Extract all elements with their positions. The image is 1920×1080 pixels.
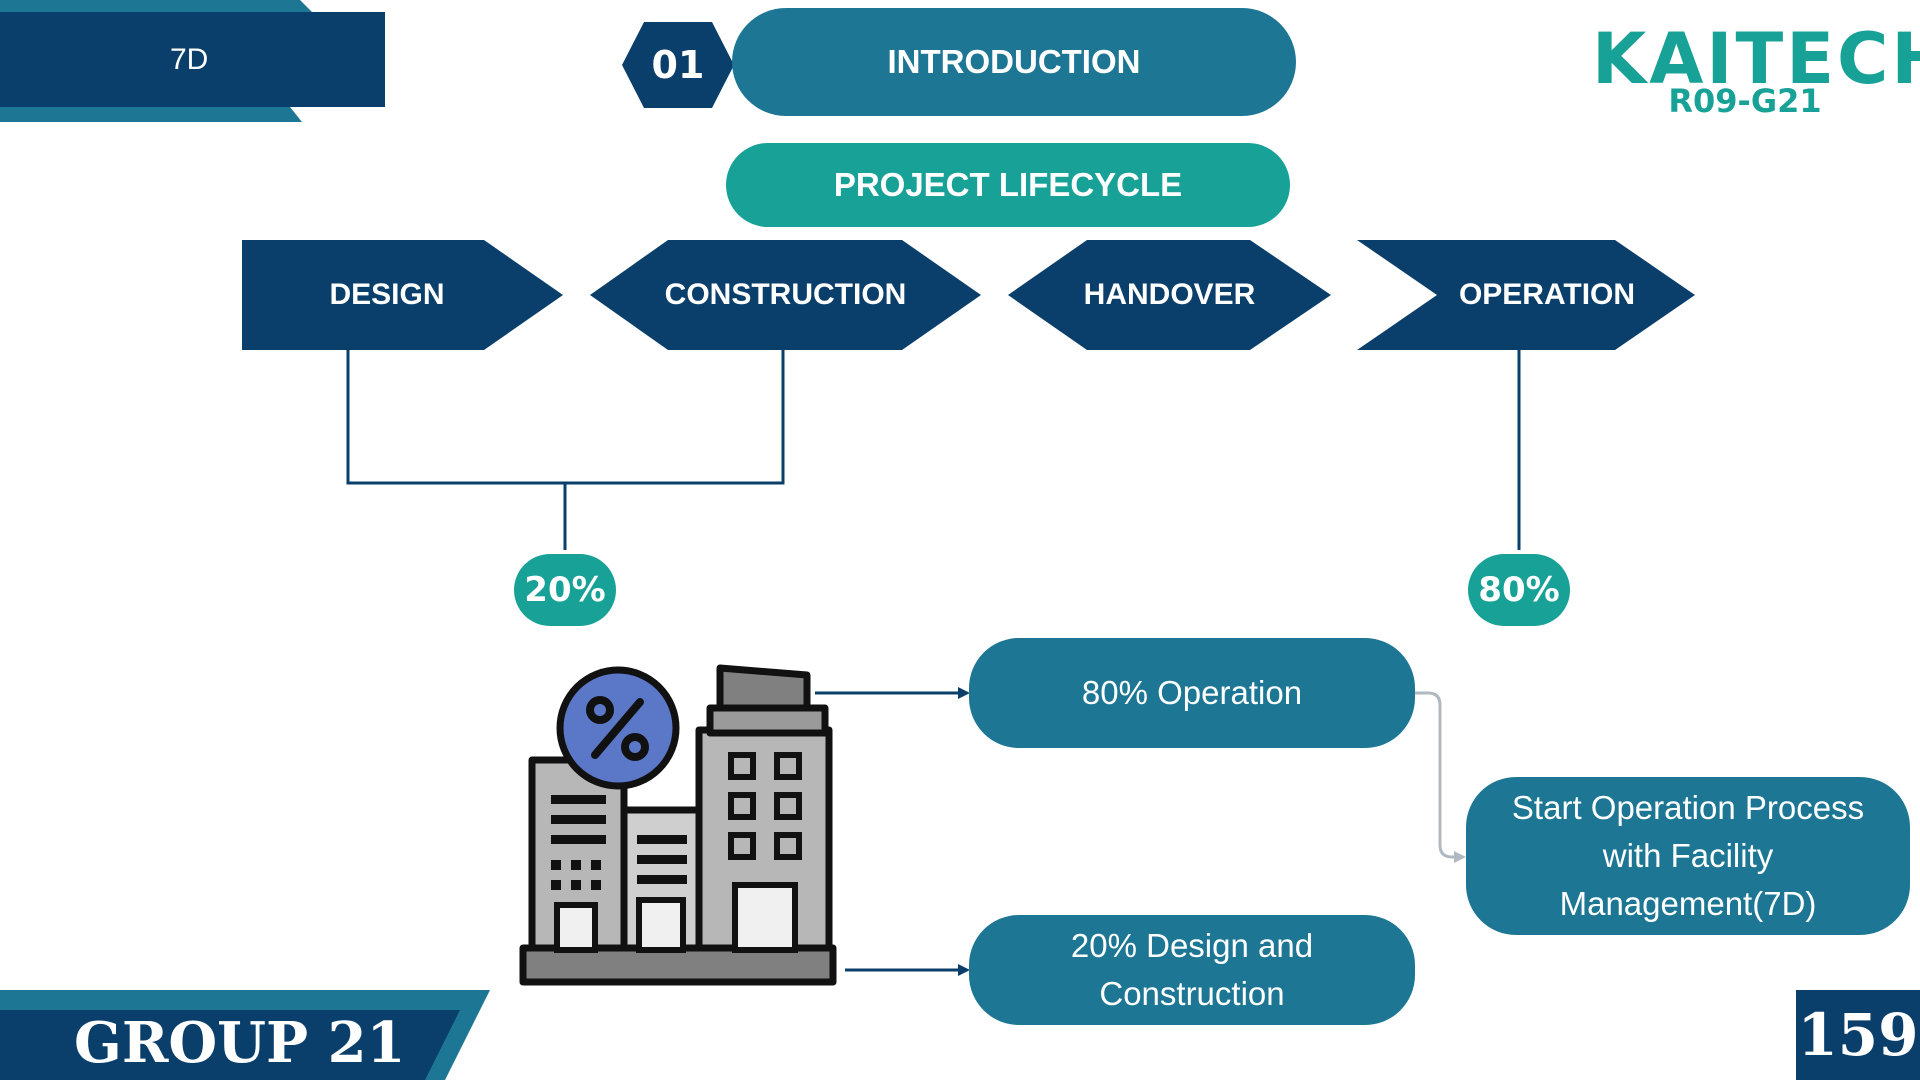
slide-tag: 7D — [0, 12, 385, 107]
box-design-construction: 20% Design and Construction — [969, 915, 1415, 1025]
step-operation-shape — [1357, 240, 1695, 350]
arrow-head-facility — [1454, 851, 1466, 863]
step-construction-shape — [590, 240, 981, 350]
group-label: GROUP 21 — [74, 1010, 406, 1076]
step-design-shape — [242, 240, 563, 350]
lifecycle-title: PROJECT LIFECYCLE — [726, 143, 1290, 227]
box-operation: 80% Operation — [969, 638, 1415, 748]
elbow-connector — [1415, 691, 1460, 859]
brand-code: R09-G21 — [1668, 82, 1822, 120]
tag-decoration — [0, 0, 312, 122]
section-title: INTRODUCTION — [732, 8, 1296, 116]
box-facility-management: Start Operation Process with Facility Ma… — [1466, 777, 1910, 935]
section-number: 01 — [651, 43, 705, 87]
arrow-head-design — [958, 964, 970, 976]
percent-badge-80: 80% — [1468, 554, 1570, 626]
step-design-label: DESIGN — [329, 278, 445, 311]
brand-logo: KAITECH — [1592, 18, 1920, 100]
step-handover-shape — [1008, 240, 1331, 350]
building-percent-icon — [519, 664, 837, 986]
section-number-hexagon — [622, 22, 734, 108]
percent-badge-20: 20% — [514, 554, 616, 626]
phase-connectors — [346, 350, 1521, 972]
arrow-head-operation — [958, 687, 970, 699]
step-construction-label: CONSTRUCTION — [664, 278, 907, 311]
step-handover-label: HANDOVER — [1083, 278, 1256, 311]
page-number: 159 — [1796, 990, 1920, 1080]
step-operation-label: OPERATION — [1458, 278, 1636, 311]
footer-band — [0, 990, 490, 1080]
